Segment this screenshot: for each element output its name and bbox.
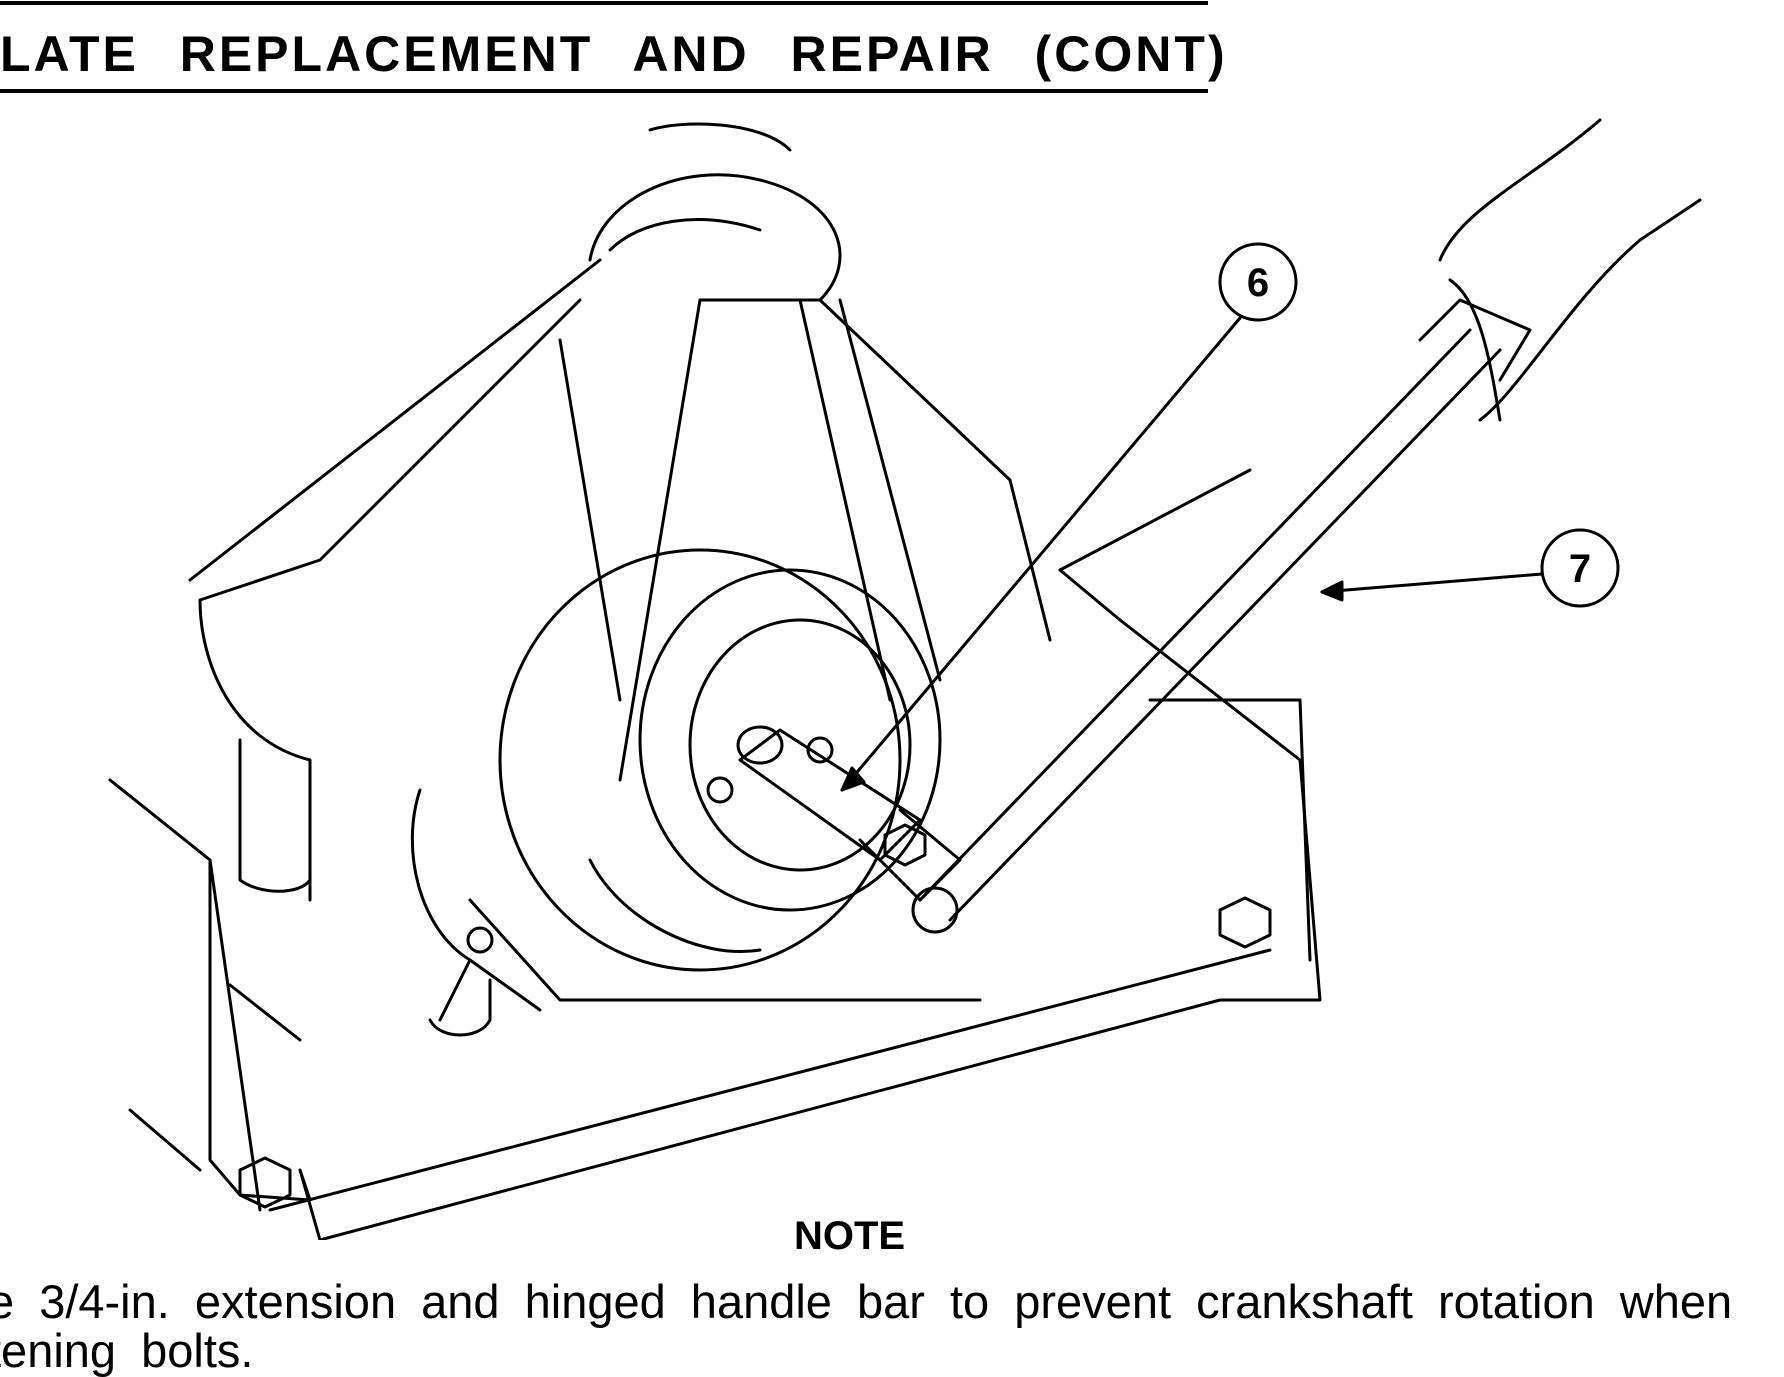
- hinged-handle-bar: [911, 118, 1702, 934]
- fan-pulley-assembly: [466, 122, 1052, 972]
- header-rule-bottom: [0, 89, 1208, 93]
- callout-7-number: 7: [1569, 547, 1591, 591]
- callout-7: 7: [1320, 528, 1620, 608]
- note-heading: NOTE: [794, 1214, 906, 1258]
- technical-illustration: 6 7: [108, 118, 1702, 1240]
- note-body: e 3/4-in. extension and hinged handle ba…: [0, 1275, 1733, 1377]
- header-rule-top: [0, 1, 1208, 5]
- engine-housing: [108, 258, 1322, 1240]
- mounting-bolts: [238, 823, 1272, 1209]
- callout-6-number: 6: [1247, 261, 1269, 305]
- page-section-title: LATE REPLACEMENT AND REPAIR (CONT): [0, 26, 1228, 82]
- callout-6: 6: [840, 242, 1298, 792]
